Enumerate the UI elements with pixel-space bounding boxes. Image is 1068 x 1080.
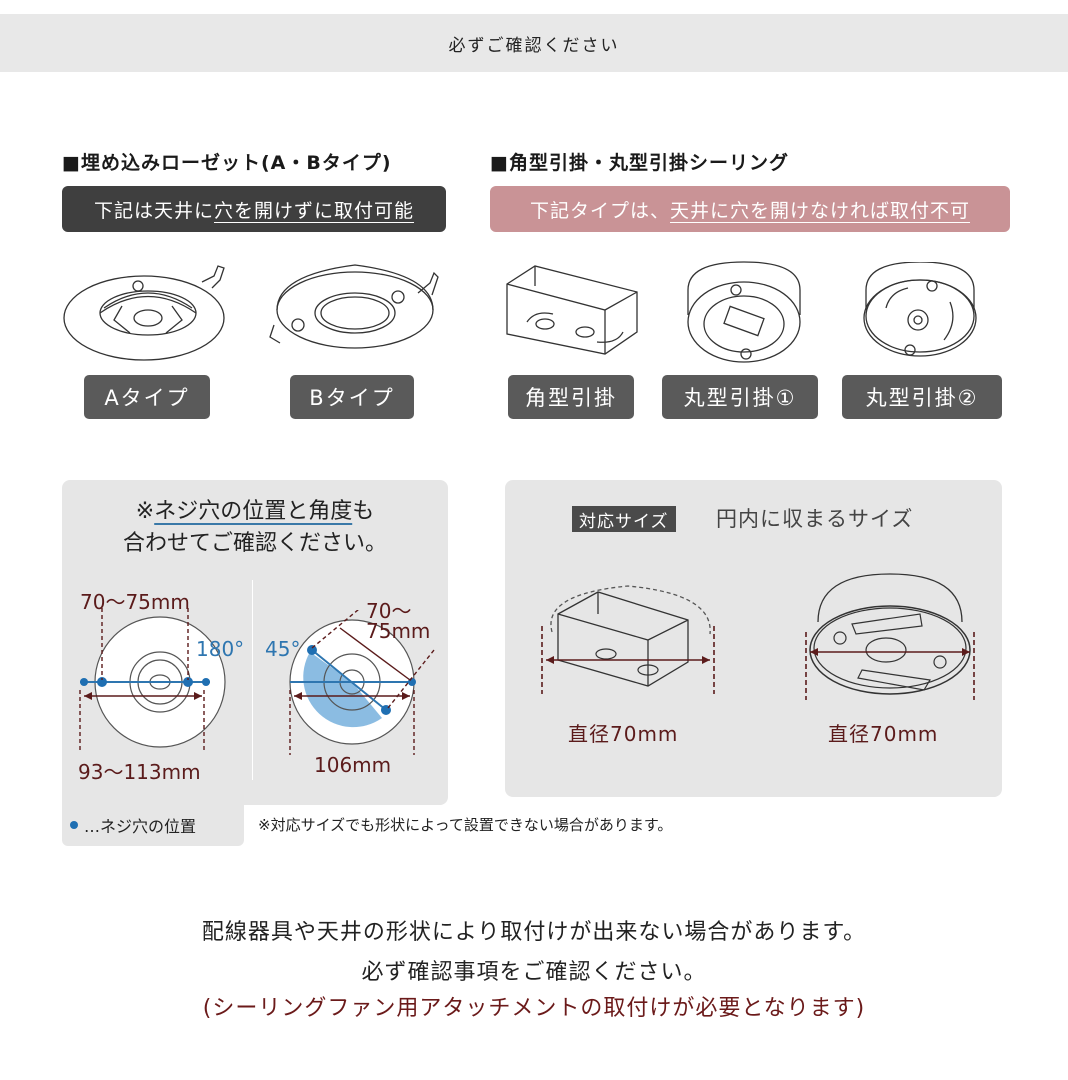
- screw-hole-dot-icon: [70, 821, 78, 829]
- outer-width-180: 93〜113mm: [78, 760, 201, 784]
- square-diameter-label: 直径70mm: [568, 722, 679, 746]
- note-underlined: ネジ穴の位置と角度: [154, 499, 353, 524]
- round-diameter-label: 直径70mm: [828, 722, 939, 746]
- embedded-rosette-a-illustration: [63, 265, 225, 361]
- panel-divider: [252, 580, 253, 780]
- legend-text: …ネジ穴の位置: [84, 817, 197, 836]
- notice-prefix: 下記タイプは、: [529, 199, 670, 222]
- disclaimer-note: ※対応サイズでも形状によって設置できない場合があります。: [258, 816, 673, 834]
- screw-note-line1: ※ネジ穴の位置と角度も: [62, 496, 448, 528]
- screw-hole-legend: …ネジ穴の位置: [62, 804, 244, 846]
- footer-attachment-note: (シーリングファン用アタッチメントの取付けが必要となります): [202, 996, 866, 1021]
- round-hook-2-label: 丸型引掛②: [842, 375, 1002, 419]
- no-drill-notice: 下記は天井に穴を開けずに取付可能: [62, 186, 446, 232]
- outer-width-45: 106mm: [314, 753, 392, 777]
- square-hook-label: 角型引掛: [508, 375, 634, 419]
- angle-180: 180°: [196, 637, 245, 661]
- embedded-rosette-b-illustration: [269, 264, 439, 349]
- compatible-size-tag: 対応サイズ: [572, 506, 676, 532]
- round-ceiling-diameter-illustration: [805, 573, 975, 700]
- footer-check: 必ず確認事項をご確認ください。: [361, 960, 707, 985]
- hole-spacing-180: 70〜75mm: [80, 590, 190, 614]
- notice-underlined: 天井に穴を開けなければ取付不可: [670, 199, 971, 222]
- notice-prefix: 下記は天井に: [93, 199, 214, 222]
- hole-spacing-45-line2: 75mm: [366, 619, 431, 643]
- type-b-label: Bタイプ: [290, 375, 414, 419]
- square-ceiling-in-circle-illustration: [541, 585, 715, 694]
- screw-180-diagram: [79, 608, 226, 750]
- type-a-label: Aタイプ: [84, 375, 210, 419]
- angle-45: 45°: [265, 637, 301, 661]
- drill-required-notice: 下記タイプは、天井に穴を開けなければ取付不可: [490, 186, 1010, 232]
- embedded-rosette-title: ■埋め込みローゼット(A・Bタイプ): [62, 152, 392, 174]
- round-hook-ceiling-1-illustration: [687, 261, 801, 363]
- square-hook-ceiling-illustration: [506, 265, 638, 355]
- hole-spacing-45-line1: 70〜: [366, 599, 412, 623]
- screw-note-line2: 合わせてご確認ください。: [122, 531, 387, 556]
- banner-title: 必ずご確認ください: [448, 35, 620, 56]
- notice-underlined: 穴を開けずに取付可能: [214, 199, 415, 222]
- top-banner: 必ずご確認ください: [0, 14, 1068, 72]
- note-mark: ※: [135, 499, 155, 524]
- note-suffix: も: [352, 499, 375, 524]
- footer-warning: 配線器具や天井の形状により取付けが出来ない場合があります。: [201, 920, 867, 945]
- round-hook-ceiling-2-illustration: [863, 262, 977, 357]
- round-hook-1-label: 丸型引掛①: [662, 375, 818, 419]
- screw-45-diagram: [289, 610, 435, 755]
- hook-ceiling-title: ■角型引掛・丸型引掛シーリング: [490, 152, 789, 174]
- compatible-size-description: 円内に収まるサイズ: [716, 507, 914, 531]
